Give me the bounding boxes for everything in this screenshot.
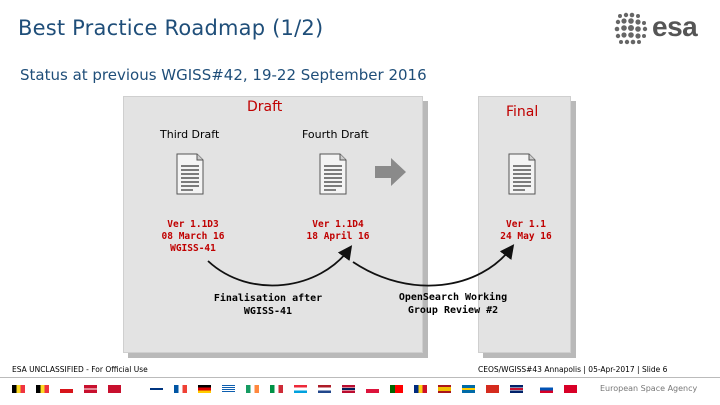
final-version: Ver 1.1 24 May 16: [500, 219, 552, 242]
final-panel-label: Final: [506, 104, 539, 120]
flag-icon: [510, 385, 523, 393]
document-icon: [319, 153, 347, 195]
third-draft-label: Third Draft: [160, 128, 220, 141]
esa-globe-icon: [614, 12, 648, 45]
flag-icon: [390, 385, 403, 393]
flag-icon: [540, 385, 553, 393]
arrow-third-to-fourth: [207, 245, 353, 287]
draft-panel-label: Draft: [247, 99, 283, 115]
document-icon: [176, 153, 204, 195]
draft-panel: [123, 96, 423, 353]
flag-icon: [60, 385, 73, 393]
flag-icon: [222, 385, 235, 393]
flag-icon: [174, 385, 187, 393]
finalisation-note: Finalisation after WGISS-41: [213, 293, 323, 317]
slide-info: CEOS/WGISS#43 Annapolis | 05-Apr-2017 | …: [478, 365, 668, 374]
flag-icon: [318, 385, 331, 393]
flag-icon: [366, 385, 379, 393]
flag-icon: [36, 385, 49, 393]
flag-icon: [198, 385, 211, 393]
flag-icon: [294, 385, 307, 393]
flag-icon: [108, 385, 121, 393]
final-panel: [478, 96, 571, 353]
fourth-draft-label: Fourth Draft: [302, 128, 369, 141]
subtitle: Status at previous WGISS#42, 19-22 Septe…: [20, 66, 427, 84]
third-draft-version: Ver 1.1D3 08 March 16 WGISS-41: [161, 219, 225, 254]
flag-icon: [12, 385, 25, 393]
document-icon: [508, 153, 536, 195]
agency-label: European Space Agency: [600, 384, 698, 393]
footer-divider: [0, 377, 720, 378]
flag-icon: [438, 385, 451, 393]
flag-icon: [270, 385, 283, 393]
esa-logo: esa: [612, 8, 716, 50]
page-title: Best Practice Roadmap (1/2): [18, 16, 324, 40]
block-arrow-icon: [375, 158, 406, 186]
fourth-draft-version: Ver 1.1D4 18 April 16: [306, 219, 370, 242]
arrow-fourth-to-final: [352, 244, 515, 287]
flag-icon: [84, 385, 97, 393]
flag-icon: [246, 385, 259, 393]
flag-icon: [150, 385, 163, 393]
flag-icon: [342, 385, 355, 393]
flag-icon: [486, 385, 499, 393]
esa-logo-text: esa: [652, 11, 698, 42]
classification-label: ESA UNCLASSIFIED - For Official Use: [12, 365, 148, 374]
review-note: OpenSearch Working Group Review #2: [398, 292, 508, 316]
flag-icon: [414, 385, 427, 393]
flag-icon: [564, 385, 577, 393]
flag-icon: [462, 385, 475, 393]
